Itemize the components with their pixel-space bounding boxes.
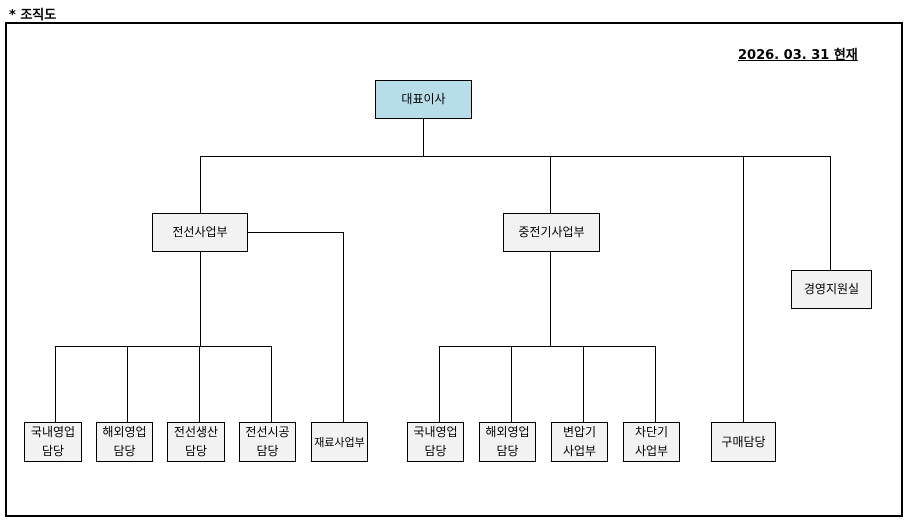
heavy-overseas-sales-box: 해외영업 담당 (479, 422, 536, 462)
heavy-electric-division-box: 중전기사업부 (503, 213, 600, 252)
heavy-domestic-sales-box: 국내영업 담당 (407, 422, 464, 462)
management-support-box: 경영지원실 (791, 270, 872, 309)
purchasing-box: 구매담당 (711, 422, 776, 462)
ceo-box: 대표이사 (375, 80, 472, 119)
as-of-date: 2026. 03. 31 현재 (738, 48, 858, 63)
chart-frame (5, 22, 903, 517)
section-title: * 조직도 (9, 8, 57, 23)
wire-construction-box: 전선시공 담당 (239, 422, 296, 462)
wire-division-box: 전선사업부 (152, 213, 248, 252)
wire-overseas-sales-box: 해외영업 담당 (96, 422, 153, 462)
materials-division-box: 재료사업부 (311, 422, 368, 462)
wire-production-box: 전선생산 담당 (167, 422, 225, 462)
transformer-division-box: 변압기 사업부 (551, 422, 608, 462)
wire-domestic-sales-box: 국내영업 담당 (24, 422, 82, 462)
breaker-division-box: 차단기 사업부 (623, 422, 680, 462)
